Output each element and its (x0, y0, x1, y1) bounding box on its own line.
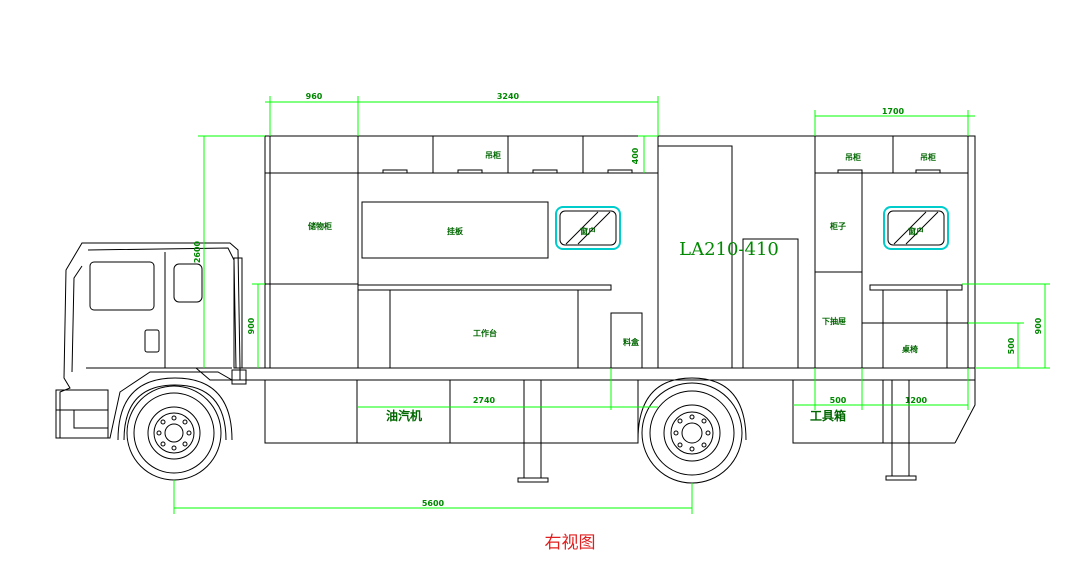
label-workbench: 工作台 (473, 328, 497, 338)
dim-500-vertical: 500 (1007, 337, 1016, 354)
dim-2740: 2740 (473, 396, 496, 405)
dim-5600: 5600 (422, 499, 445, 508)
dim-500-horizontal: 500 (830, 396, 847, 405)
dim-1700: 1700 (882, 107, 905, 116)
dim-960: 960 (306, 92, 323, 101)
label-storage-cabinet: 储物柜 (307, 221, 332, 231)
rear-wheel (637, 377, 747, 484)
label-hanging-cabinet-2: 吊柜 (845, 152, 861, 162)
label-generator: 油汽机 (386, 408, 422, 423)
window-right (883, 206, 949, 250)
dim-3240: 3240 (497, 92, 520, 101)
dim-900-right: 900 (1034, 317, 1043, 334)
label-window-1: 窗户 (580, 226, 596, 236)
label-toolbox: 工具箱 (810, 408, 846, 423)
dim-1200: 1200 (905, 396, 928, 405)
label-shelf: 柜子 (829, 221, 846, 231)
label-table-chair: 桌椅 (901, 344, 918, 354)
dim-900-left: 900 (247, 317, 256, 334)
label-hanging-cabinet-1: 吊柜 (485, 150, 501, 160)
drawing-title: 右视图 (545, 533, 596, 553)
dimension-lines (173, 96, 1050, 514)
dim-400: 400 (631, 147, 640, 164)
label-hanging-board: 挂板 (447, 226, 464, 236)
box-body (264, 135, 976, 444)
window-left (555, 206, 621, 250)
front-wheel (126, 385, 222, 481)
dim-2600: 2600 (193, 240, 202, 263)
label-lower-drawer: 下抽屉 (822, 316, 846, 326)
truck-cab (55, 242, 247, 441)
label-material-box: 料盒 (623, 337, 640, 347)
model-number: LA210-410 (679, 239, 779, 260)
label-hanging-cabinet-3: 吊柜 (920, 152, 936, 162)
chassis (239, 367, 976, 483)
label-window-2: 窗户 (908, 226, 924, 236)
